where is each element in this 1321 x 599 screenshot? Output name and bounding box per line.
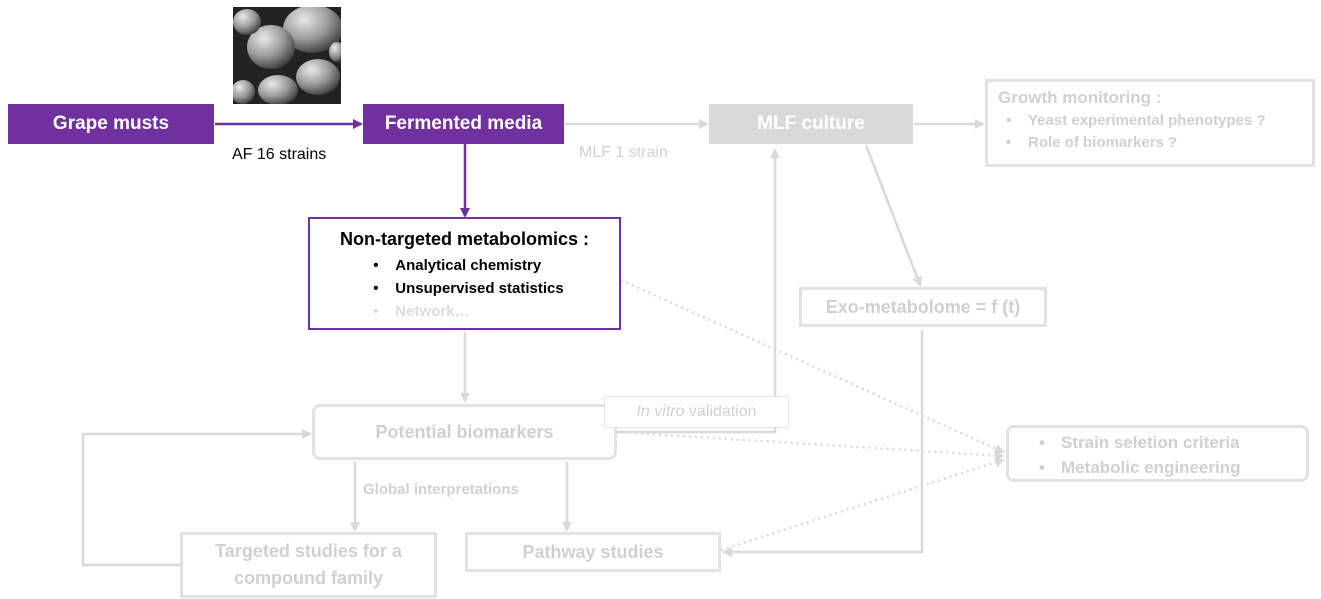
in-vitro-validation-box: In vitro validation xyxy=(604,396,789,428)
pathway-studies-box: Pathway studies xyxy=(465,532,721,572)
arrow-exo-to-pathway xyxy=(722,330,924,557)
mlf-culture-node: MLF culture xyxy=(709,104,913,144)
exo-metabolome-label: Exo-metabolome = f (t) xyxy=(825,296,1021,317)
growth-item: Yeast experimental phenotypes ? xyxy=(998,110,1302,132)
fermented-media-node: Fermented media xyxy=(363,104,564,144)
metabolomics-box: Non-targeted metabolomics : Analytical c… xyxy=(308,217,621,330)
strain-item: Strain seletion criteria xyxy=(1031,430,1306,455)
potential-biomarkers-box: Potential biomarkers xyxy=(312,404,617,460)
validation-label: validation xyxy=(684,403,757,420)
targeted-studies-box: Targeted studies for a compound family xyxy=(180,532,437,598)
potential-biomarkers-label: Potential biomarkers xyxy=(375,421,554,442)
exo-metabolome-box: Exo-metabolome = f (t) xyxy=(799,287,1047,327)
strain-selection-list: Strain seletion criteria Metabolic engin… xyxy=(1031,430,1306,480)
strain-selection-box: Strain seletion criteria Metabolic engin… xyxy=(1006,425,1309,482)
mlf-strain-label: MLF 1 strain xyxy=(579,144,668,161)
arrow-targeted-loop-to-biomarkers xyxy=(81,429,312,567)
growth-monitoring-title: Growth monitoring : xyxy=(998,88,1162,107)
grape-musts-node: Grape musts xyxy=(8,104,214,144)
dotted-biomarkers-to-strain xyxy=(616,430,1005,461)
in-vitro-label: In vitro xyxy=(636,403,685,420)
metabolomics-item: Unsupervised statistics xyxy=(365,277,563,300)
metabolomics-list: Analytical chemistry Unsupervised statis… xyxy=(365,254,563,323)
arrow-in-vitro-to-mlf xyxy=(617,148,780,434)
metabolomics-item: Analytical chemistry xyxy=(365,254,563,277)
targeted-studies-line2: compound family xyxy=(233,568,383,588)
dotted-metabolomics-to-strain xyxy=(620,278,1005,454)
arrow-mlf-to-exo xyxy=(864,144,922,287)
metabolomics-item: Network… xyxy=(365,300,563,323)
growth-monitoring-box: Growth monitoring : Yeast experimental p… xyxy=(985,79,1315,167)
targeted-studies-line1: Targeted studies for a xyxy=(215,541,402,561)
metabolomics-title: Non-targeted metabolomics : xyxy=(339,229,590,249)
dotted-pathway-to-strain xyxy=(720,457,1005,552)
strain-item: Metabolic engineering xyxy=(1031,455,1306,480)
mlf-culture-label: MLF culture xyxy=(757,113,865,134)
growth-monitoring-list: Yeast experimental phenotypes ? Role of … xyxy=(998,110,1302,154)
yeast-micrograph-image xyxy=(233,7,341,104)
grape-musts-label: Grape musts xyxy=(52,113,170,134)
af-strains-label: AF 16 strains xyxy=(232,146,327,163)
growth-item: Role of biomarkers ? xyxy=(998,132,1302,154)
fermented-media-label: Fermented media xyxy=(384,113,543,134)
pathway-studies-label: Pathway studies xyxy=(522,541,664,562)
global-interpretations-label: Global interpretations xyxy=(363,481,519,498)
